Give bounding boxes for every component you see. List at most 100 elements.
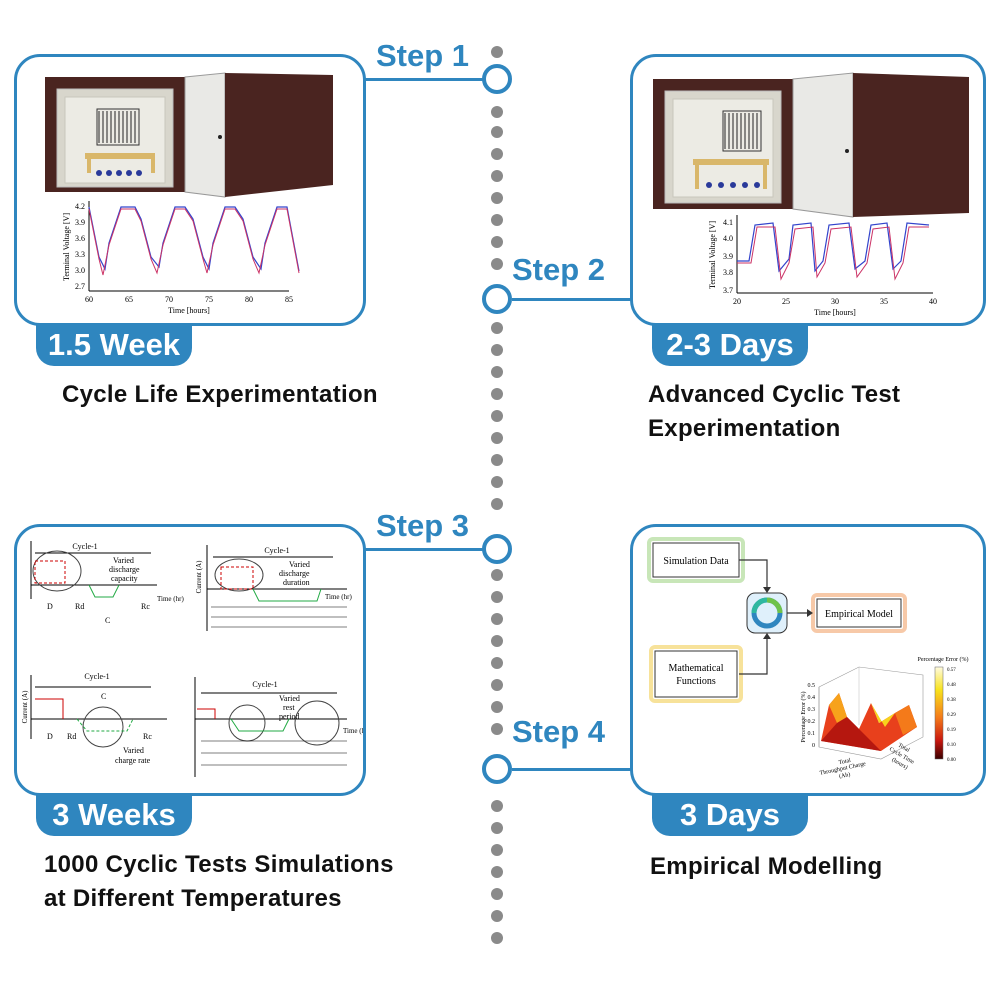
plot2-xlabel: Time [hours] (814, 308, 856, 317)
step3-label: Step 3 (376, 508, 470, 543)
schematic-cycle-label: Cycle-1 (252, 680, 277, 689)
schematic-annotation: charge rate (115, 756, 151, 765)
plot4-ztick: 0.2 (808, 719, 816, 725)
timeline-dot (491, 679, 503, 691)
schematic-symbol: Rd (75, 602, 84, 611)
plot1-xtick: 75 (205, 295, 213, 304)
step2-label: Step 2 (512, 252, 606, 287)
schematic-annotation: Varied (123, 746, 144, 755)
timeline-dot (491, 800, 503, 812)
step3-panel: Cycle-1 Varied discharge capacity Time (… (14, 524, 366, 796)
timeline-dot (491, 569, 503, 581)
timeline-dot (491, 322, 503, 334)
timeline-node-step2 (482, 284, 512, 314)
chamber-image (45, 72, 333, 198)
schematic-cycle-label: Cycle-1 (84, 672, 109, 681)
schematic-current-label: Current (A) (21, 690, 29, 724)
schematic-varied-discharge-capacity: Cycle-1 Varied discharge capacity Time (… (30, 541, 184, 625)
plot2-xtick: 40 (929, 297, 937, 306)
voltage-plot-2: 4.1 4.0 3.9 3.8 3.7 20 25 30 35 40 Time … (708, 215, 937, 317)
step4-duration-badge: 3 Days (652, 794, 808, 836)
schematic-time-label: Time (hr) (343, 727, 366, 735)
timeline-dot (491, 106, 503, 118)
box-math-functions-line1: Mathematical (669, 663, 724, 674)
plot2-ylabel: Terminal Voltage [V] (708, 221, 717, 289)
schematic-symbol: Rc (143, 732, 152, 741)
plot1-ytick: 3.6 (75, 234, 85, 243)
step2-panel: 4.1 4.0 3.9 3.8 3.7 20 25 30 35 40 Time … (630, 54, 986, 326)
step1-label: Step 1 (376, 38, 470, 73)
plot4-ztick: 0.3 (808, 707, 816, 713)
schematic-annotation: discharge (109, 565, 140, 574)
plot1-ytick: 3.3 (75, 250, 85, 259)
plot1-ylabel: Terminal Voltage [V] (62, 213, 71, 281)
plot4-xlabel-line1: Total (838, 758, 852, 766)
timeline-dot (491, 657, 503, 669)
plot1-ytick: 2.7 (75, 282, 85, 291)
colorbar-tick: 0.29 (947, 713, 956, 718)
schematic-time-label: Time (hr) (325, 593, 352, 601)
schematic-varied-discharge-duration: Cycle-1 Varied discharge duration Time (… (195, 545, 352, 631)
schematic-symbol: C (105, 616, 110, 625)
timeline-dot (491, 46, 503, 58)
plot2-xtick: 35 (880, 297, 888, 306)
step4-panel: Simulation Data Mathematical Functions E… (630, 524, 986, 796)
step2-caption-line1: Advanced Cyclic Test (648, 381, 901, 408)
timeline-dot (491, 723, 503, 735)
colorbar-tick: 0.10 (947, 743, 956, 748)
plot4-ylabel-line1: Total (897, 742, 911, 753)
box-simulation-data: Simulation Data (663, 556, 729, 567)
plot1-xtick: 70 (165, 295, 173, 304)
timeline-dot (491, 236, 503, 248)
schematic-annotation: Varied (113, 556, 134, 565)
timeline-dot (491, 635, 503, 647)
timeline-dot (491, 192, 503, 204)
voltage-plot-1: 4.2 3.9 3.6 3.3 3.0 2.7 60 65 70 75 80 8… (62, 201, 300, 315)
cyclic-test-schematics: Cycle-1 Varied discharge capacity Time (… (21, 541, 366, 777)
empirical-model-flow: Simulation Data Mathematical Functions E… (647, 537, 968, 780)
schematic-symbol: Rd (67, 732, 76, 741)
step1-caption: Cycle Life Experimentation (62, 378, 378, 412)
plot4-ztick: 0.1 (808, 731, 816, 737)
step3-duration-badge: 3 Weeks (36, 794, 192, 836)
schematic-annotation: duration (283, 578, 310, 587)
timeline-dot (491, 388, 503, 400)
plot2-xtick: 25 (782, 297, 790, 306)
timeline-node-step3 (482, 534, 512, 564)
plot1-ytick: 3.0 (75, 266, 85, 275)
connector-step2 (512, 298, 634, 301)
timeline-dot (491, 822, 503, 834)
timeline-dot (491, 591, 503, 603)
schematic-current-label: Current (A) (195, 560, 203, 594)
plot4-ztick: 0 (812, 743, 815, 749)
schematic-symbol: Rc (141, 602, 150, 611)
plot4-ztick: 0.5 (808, 683, 816, 689)
colorbar-tick: 0.57 (947, 668, 956, 673)
plot4-ztick: 0.4 (808, 695, 816, 701)
plot4-xlabel-line3: (Ah) (838, 771, 851, 780)
colorbar-tick: 0.19 (947, 728, 956, 733)
step3-caption-line2: at Different Temperatures (44, 885, 342, 912)
step1-panel: 4.2 3.9 3.6 3.3 3.0 2.7 60 65 70 75 80 8… (14, 54, 366, 326)
chamber-image (653, 72, 969, 218)
schematic-symbol: D (47, 732, 53, 741)
colorbar-tick: 0.48 (947, 683, 956, 688)
timeline-dot (491, 866, 503, 878)
colorbar-tick: 0.38 (947, 698, 956, 703)
schematic-varied-charge-rate: Cycle-1 Current (A) Varied charge rate D… (21, 672, 167, 765)
schematic-symbol: D (47, 602, 53, 611)
schematic-time-label: Time (hr) (157, 595, 184, 603)
plot1-ytick: 4.2 (75, 202, 85, 211)
plot2-xtick: 30 (831, 297, 839, 306)
plot1-xlabel: Time [hours] (168, 306, 210, 315)
plot4-zlabel: Percentage Error (%) (800, 692, 807, 743)
connector-step4 (512, 768, 634, 771)
schematic-varied-rest-period: Cycle-1 Varied rest period Time (hr) (194, 677, 366, 777)
box-math-functions-line2: Functions (676, 676, 716, 687)
timeline-dot (491, 410, 503, 422)
step1-caption-line1: Cycle Life Experimentation (62, 381, 378, 408)
step4-caption-line1: Empirical Modelling (650, 853, 883, 880)
timeline-dot (491, 170, 503, 182)
step3-caption-line1: 1000 Cyclic Tests Simulations (44, 851, 394, 878)
schematic-annotation: rest (283, 703, 295, 712)
